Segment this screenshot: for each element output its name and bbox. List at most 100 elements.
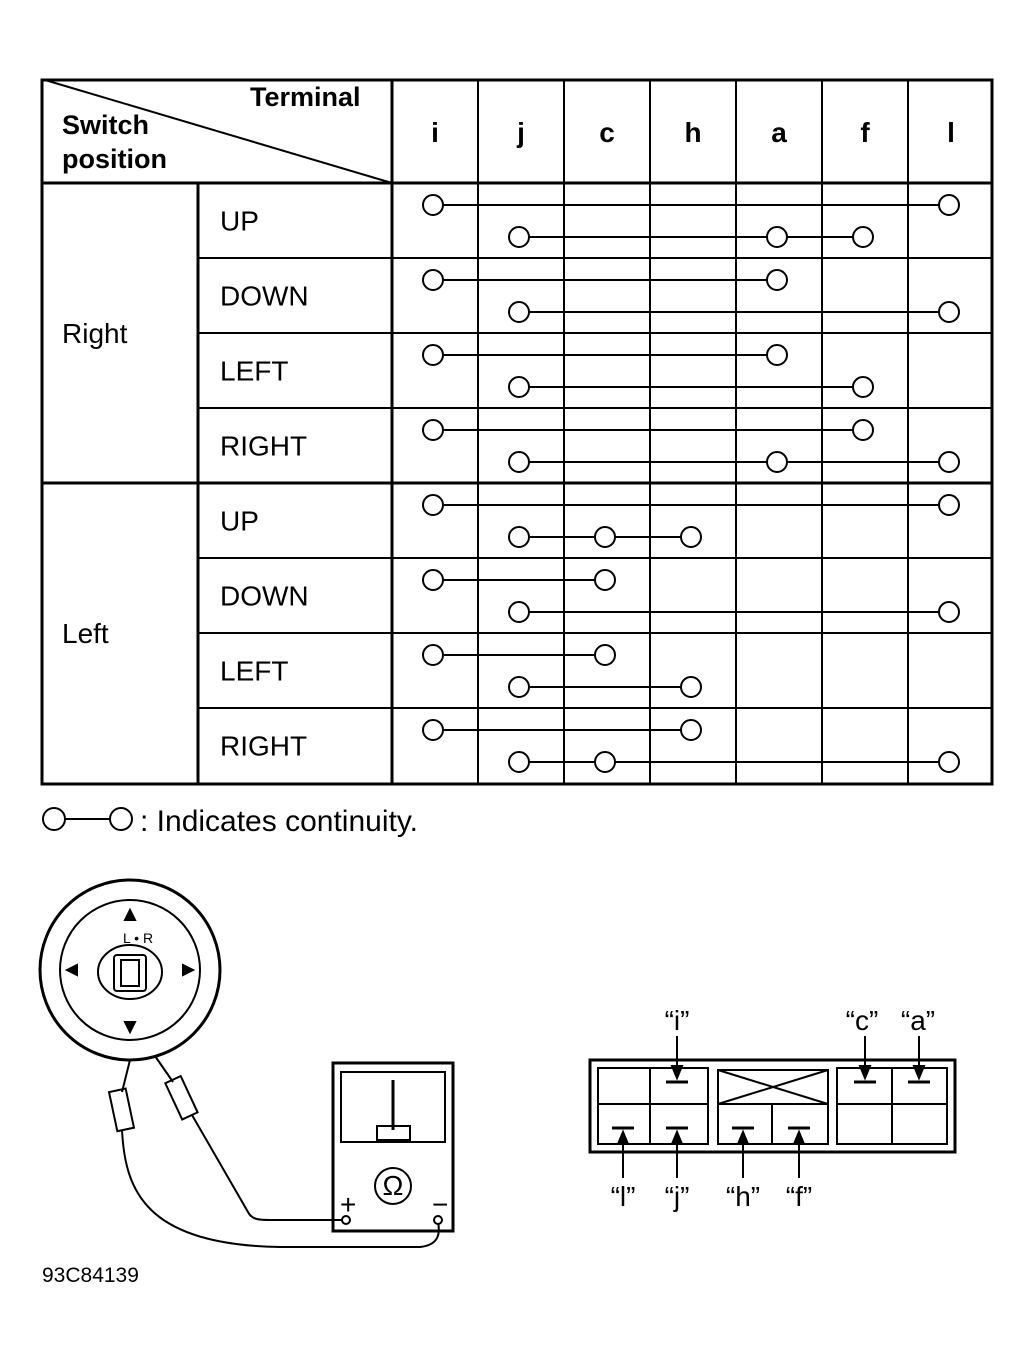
ohm-dial [374, 1167, 412, 1205]
continuity-point-l [938, 301, 960, 323]
minus-label: − [432, 1189, 448, 1220]
continuity-point-a [766, 226, 788, 248]
selector-body [113, 954, 147, 992]
connector-label-h: “h” [726, 1181, 760, 1212]
continuity-point-f [852, 419, 874, 441]
probe-left-tip [121, 1059, 131, 1093]
continuity-point-l [938, 751, 960, 773]
header-diagonal [44, 79, 393, 184]
continuity-point-a [766, 269, 788, 291]
continuity-point-j [508, 601, 530, 623]
switch-test-drawing [38, 878, 455, 1248]
terminal-header-f: f [860, 117, 870, 148]
continuity-point-j [508, 751, 530, 773]
continuity-point-i [422, 569, 444, 591]
ohmmeter-window [340, 1071, 446, 1143]
continuity-point-i [422, 194, 444, 216]
continuity-point-a [766, 344, 788, 366]
connector-label-i: “i” [665, 1005, 690, 1036]
arrow-down-icon [123, 1021, 137, 1035]
ohmmeter-body [331, 1061, 455, 1233]
switch-inner-ring [59, 899, 201, 1041]
continuity-point-i [422, 719, 444, 741]
continuity-point-f [852, 376, 874, 398]
probe-left [107, 1087, 136, 1133]
empty-cavity-cross-b [717, 1069, 829, 1105]
needle-pivot [376, 1125, 411, 1141]
negative-terminal [433, 1215, 443, 1225]
group-label-right: Right [62, 318, 128, 349]
connector-label-j: “j” [665, 1181, 690, 1212]
continuity-point-i [422, 344, 444, 366]
continuity-point-c [594, 751, 616, 773]
continuity-point-i [422, 419, 444, 441]
continuity-point-j [508, 451, 530, 473]
position-label: RIGHT [220, 431, 307, 462]
legend-circle-right [109, 807, 133, 831]
arrow-up-icon [123, 907, 137, 921]
terminal-header-l: l [947, 117, 955, 148]
terminal-header: Terminal [250, 82, 361, 112]
probe-right [163, 1074, 199, 1121]
selector-inner [120, 959, 140, 987]
continuity-point-l [938, 494, 960, 516]
row-lines [198, 80, 992, 784]
continuity-point-h [680, 526, 702, 548]
terminal-header-c: c [599, 117, 615, 148]
continuity-point-c [594, 644, 616, 666]
arrow-right-icon [182, 963, 196, 977]
ohm-symbol: Ω [383, 1170, 404, 1201]
legend-circle-left [42, 807, 66, 831]
continuity-point-j [508, 301, 530, 323]
connector-label-a: “a” [901, 1005, 935, 1036]
terminal-header-i: i [431, 117, 439, 148]
continuity-point-i [422, 644, 444, 666]
position-header: position [62, 144, 167, 174]
continuity-point-l [938, 194, 960, 216]
terminal-header-a: a [771, 117, 787, 148]
position-label: DOWN [220, 281, 309, 312]
position-label: LEFT [220, 656, 288, 687]
group-label-left: Left [62, 618, 109, 649]
switch-header: Switch [62, 110, 149, 140]
terminal-header-j: j [516, 117, 525, 148]
legend: : Indicates continuity. [42, 805, 418, 838]
table-frame [40, 78, 994, 786]
continuity-point-c [594, 569, 616, 591]
position-label: UP [220, 206, 259, 237]
continuity-point-i [422, 269, 444, 291]
continuity-point-l [938, 451, 960, 473]
lead-negative [121, 1129, 440, 1248]
connector-housing [588, 1058, 957, 1154]
continuity-point-j [508, 526, 530, 548]
position-label: LEFT [220, 356, 288, 387]
continuity-point-c [594, 526, 616, 548]
terminal-header-h: h [684, 117, 701, 148]
continuity-point-a [766, 451, 788, 473]
connector-label-c: “c” [846, 1005, 879, 1036]
connector-block-left [597, 1067, 709, 1145]
continuity-point-h [680, 676, 702, 698]
continuity-point-j [508, 676, 530, 698]
plus-label: + [340, 1189, 356, 1220]
arrow-left-icon [64, 963, 78, 977]
lead-positive [191, 1114, 346, 1221]
continuity-point-i [422, 494, 444, 516]
continuity-point-h [680, 719, 702, 741]
continuity-marks [422, 194, 960, 773]
figure-code: 93C84139 [42, 1264, 139, 1287]
continuity-point-f [852, 226, 874, 248]
connector-label-f: “f” [786, 1181, 812, 1212]
probe-right-tip [154, 1055, 174, 1083]
switch-knob [97, 944, 163, 1000]
connector-label-l: “l” [611, 1181, 636, 1212]
connector-pins [612, 1080, 930, 1130]
continuity-point-j [508, 376, 530, 398]
legend-text: : Indicates continuity. [140, 805, 418, 838]
continuity-table [40, 78, 994, 786]
position-label: RIGHT [220, 731, 307, 762]
connector-arrows [616, 1036, 926, 1178]
